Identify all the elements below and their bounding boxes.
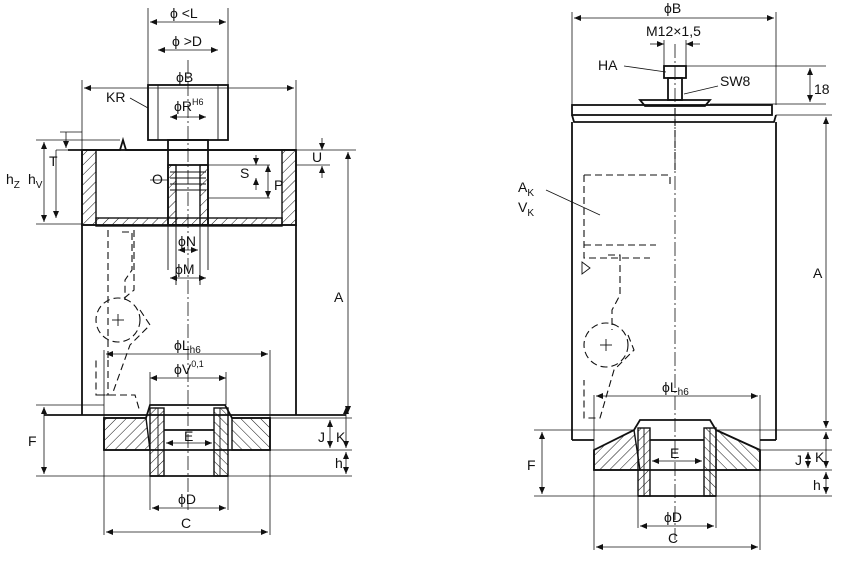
- left-labels: ϕ <L ϕ >D ϕB KR ϕRH6 T hZ hV U O S P ϕN …: [6, 5, 346, 531]
- label-dia-N: ϕN: [178, 233, 196, 249]
- label-s: S: [240, 165, 249, 181]
- label-ak: AK: [518, 179, 534, 199]
- label-r-c: C: [668, 530, 678, 546]
- label-r-dia-B: ϕB: [664, 0, 681, 16]
- label-r-dia-D: ϕD: [664, 509, 682, 525]
- label-e: E: [184, 428, 193, 444]
- label-o: O: [152, 171, 163, 187]
- label-dia-gt-D: ϕ >D: [172, 33, 202, 49]
- left-base: [103, 404, 271, 477]
- label-r-e: E: [670, 445, 679, 461]
- label-dia-V: ϕV0,1: [174, 359, 204, 377]
- right-cylinder-body: [571, 104, 777, 441]
- label-dia-R: ϕRH6: [174, 97, 203, 114]
- label-hz: hZ: [6, 171, 20, 191]
- label-vk: VK: [518, 199, 534, 219]
- label-r-dia-L: ϕLh6: [662, 379, 689, 398]
- label-18: 18: [814, 81, 830, 97]
- label-k: K: [336, 429, 346, 445]
- right-base: [593, 419, 761, 497]
- label-sw8: SW8: [720, 73, 751, 89]
- label-dia-M: ϕM: [175, 261, 195, 277]
- left-dimensions: [36, 8, 356, 535]
- right-view: ϕB M12×1,5 HA SW8 18 AK VK A ϕLh6 F E J …: [518, 0, 832, 550]
- label-thread: M12×1,5: [646, 23, 701, 39]
- label-j: J: [318, 429, 325, 445]
- label-dia-L: ϕLh6: [174, 337, 201, 356]
- label-r-k: K: [815, 449, 825, 465]
- label-h: h: [335, 455, 343, 471]
- label-r-h: h: [813, 477, 821, 493]
- label-r-j: J: [795, 452, 802, 468]
- label-hv: hV: [28, 171, 43, 191]
- label-a: A: [334, 289, 344, 305]
- right-labels: ϕB M12×1,5 HA SW8 18 AK VK A ϕLh6 F E J …: [518, 0, 830, 546]
- left-upper-rod: [68, 84, 297, 285]
- right-dimensions: [534, 12, 832, 550]
- label-dia-lt-L: ϕ <L: [170, 5, 198, 21]
- label-p: P: [274, 177, 283, 193]
- left-cylinder-body: [44, 225, 346, 416]
- label-r-f: F: [527, 457, 536, 473]
- label-u: U: [312, 149, 322, 165]
- label-f: F: [28, 433, 37, 449]
- label-kr: KR: [106, 89, 125, 105]
- label-dia-B: ϕB: [176, 69, 193, 85]
- label-ha: HA: [598, 57, 618, 73]
- left-view: ϕ <L ϕ >D ϕB KR ϕRH6 T hZ hV U O S P ϕN …: [6, 5, 356, 535]
- label-c: C: [181, 515, 191, 531]
- label-dia-D: ϕD: [178, 491, 196, 507]
- label-r-a: A: [813, 265, 823, 281]
- label-t: T: [49, 153, 58, 169]
